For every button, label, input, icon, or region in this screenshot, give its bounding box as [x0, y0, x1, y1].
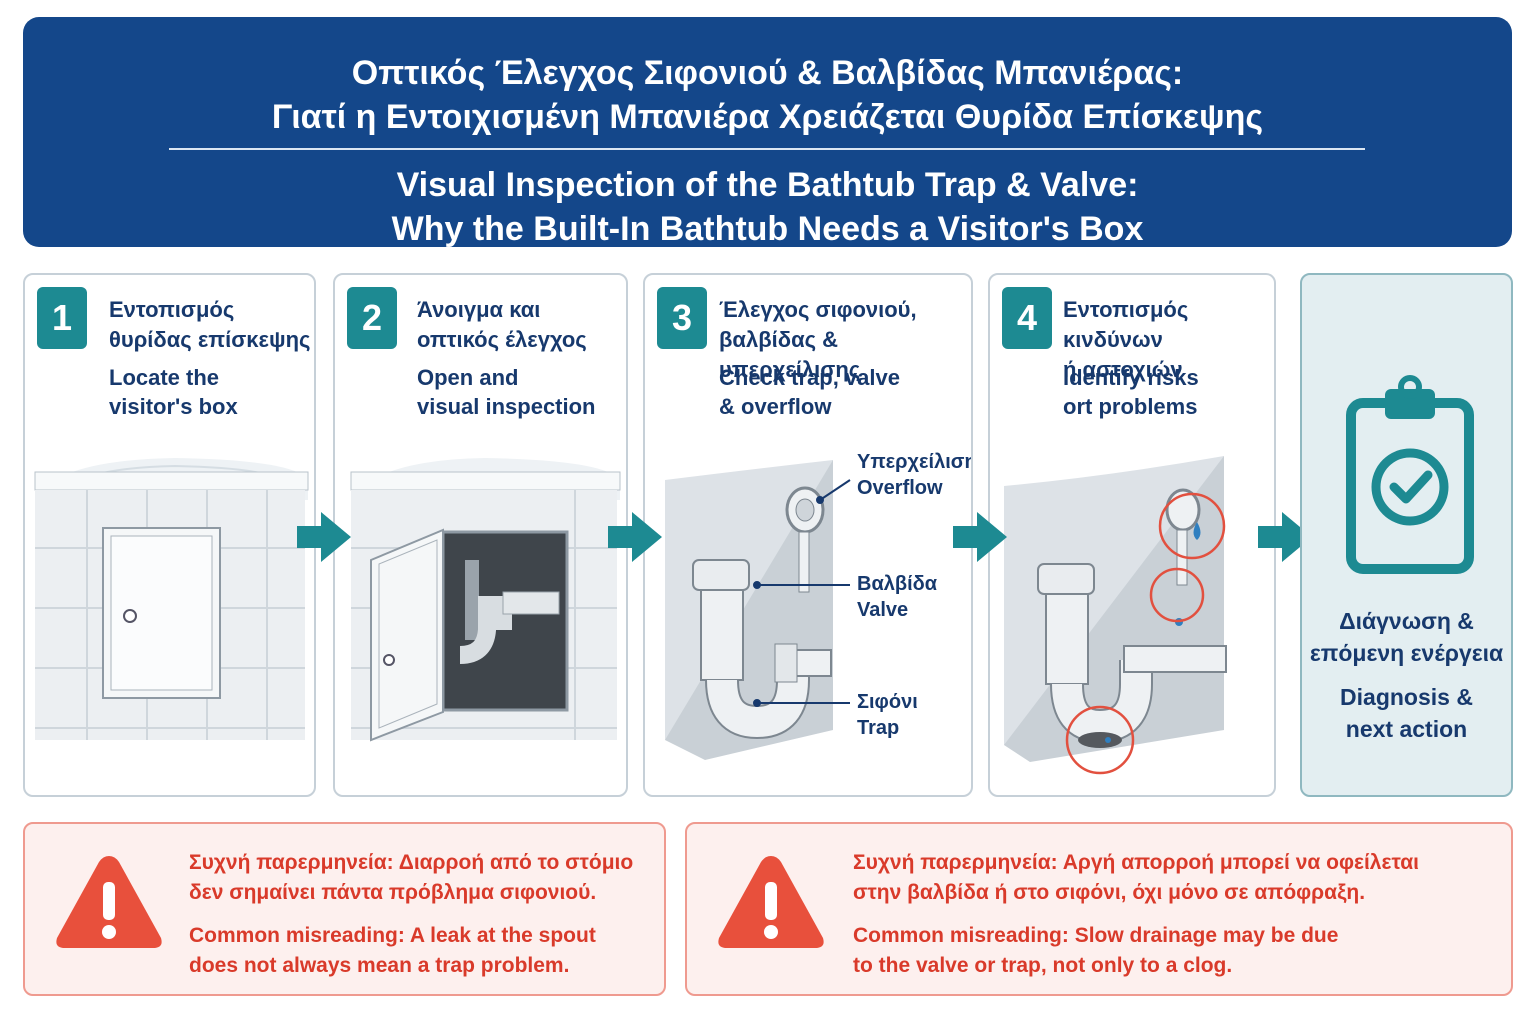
warning-box-2: Συχνή παρερμηνεία: Αργή απορροή μπορεί ν… — [685, 822, 1513, 996]
problem-spots-illustration — [1004, 456, 1227, 775]
step-3-number: 3 — [657, 287, 707, 349]
clipboard-check-icon — [1346, 375, 1474, 574]
warning-2-english: Common misreading: Slow drainage may be … — [853, 924, 1339, 977]
step-2-english: Open and visual inspection — [417, 365, 596, 419]
title-banner: Οπτικός Έλεγχος Σιφονιού & Βαλβίδας Μπαν… — [23, 17, 1512, 248]
step-4-english: Identify risks ort problems — [1063, 365, 1199, 419]
callout-valve-english: Valve — [857, 599, 909, 621]
step-2-number: 2 — [347, 287, 397, 349]
step-2-card: 2 Άνοιγμα και οπτικός έλεγχος Open and v… — [333, 273, 628, 797]
step-4-number: 4 — [1002, 287, 1052, 349]
warning-1-english: Common misreading: A leak at the spout d… — [189, 924, 596, 977]
step-3-greek: Έλεγχος σιφονιού, βαλβίδας & υπερχείλιση… — [719, 297, 917, 382]
callout-overflow-english: Overflow — [857, 477, 943, 499]
callout-trap-greek: Σιφόνι — [857, 691, 918, 713]
title-english-line-2: Why the Built-In Bathtub Needs a Visitor… — [391, 210, 1144, 248]
title-greek-line-2: Γιατί η Εντοιχισμένη Μπανιέρα Χρειάζεται… — [271, 98, 1264, 136]
step-1-number: 1 — [37, 287, 87, 349]
callout-valve-greek: Βαλβίδα — [857, 573, 938, 595]
callout-trap-english: Trap — [857, 717, 900, 739]
step-1-greek: Εντοπισμός θυρίδας επίσκεψης — [109, 297, 311, 352]
trap-valve-overflow-illustration — [665, 460, 851, 760]
arrow-right-icon — [608, 512, 662, 562]
final-english-line-1: Diagnosis & — [1340, 684, 1473, 710]
final-greek-line-2: επόμενη ενέργεια — [1309, 640, 1504, 666]
open-access-panel-illustration — [350, 458, 621, 742]
final-greek-line-1: Διάγνωση & — [1339, 608, 1474, 634]
title-greek-line-1: Οπτικός Έλεγχος Σιφονιού & Βαλβίδας Μπαν… — [351, 54, 1184, 92]
arrow-right-icon — [1258, 512, 1312, 562]
warning-1-greek: Συχνή παρερμηνεία: Διαρροή από το στόμιο… — [189, 851, 634, 904]
step-4-greek: Εντοπισμός κινδύνων ή αστοχιών — [1063, 297, 1189, 382]
title-divider — [169, 148, 1365, 150]
warning-2-greek: Συχνή παρερμηνεία: Αργή απορροή μπορεί ν… — [853, 851, 1419, 904]
callout-overflow-greek: Υπερχείλιση — [857, 451, 973, 473]
step-3-card: 3 Έλεγχος σιφονιού, βαλβίδας & υπερχείλι… — [643, 273, 973, 797]
final-english-line-2: next action — [1345, 716, 1468, 742]
warning-triangle-icon — [718, 856, 824, 948]
step-1-card: 1 Εντοπισμός θυρίδας επίσκεψης Locate th… — [23, 273, 316, 797]
arrow-right-icon — [953, 512, 1007, 562]
step-3-english: Check trap, valve & overflow — [719, 365, 900, 419]
title-english-line-1: Visual Inspection of the Bathtub Trap & … — [396, 166, 1139, 204]
warning-triangle-icon — [56, 856, 162, 948]
closed-access-panel-illustration — [34, 458, 309, 740]
arrow-right-icon — [297, 512, 351, 562]
warning-box-1: Συχνή παρερμηνεία: Διαρροή από το στόμιο… — [23, 822, 666, 996]
step-2-greek: Άνοιγμα και οπτικός έλεγχος — [417, 297, 587, 352]
step-4-card: 4 Εντοπισμός κινδύνων ή αστοχιών Identif… — [988, 273, 1276, 797]
final-diagnosis-card: Διάγνωση & επόμενη ενέργεια Diagnosis & … — [1300, 273, 1513, 797]
step-1-english: Locate the visitor's box — [109, 365, 238, 419]
